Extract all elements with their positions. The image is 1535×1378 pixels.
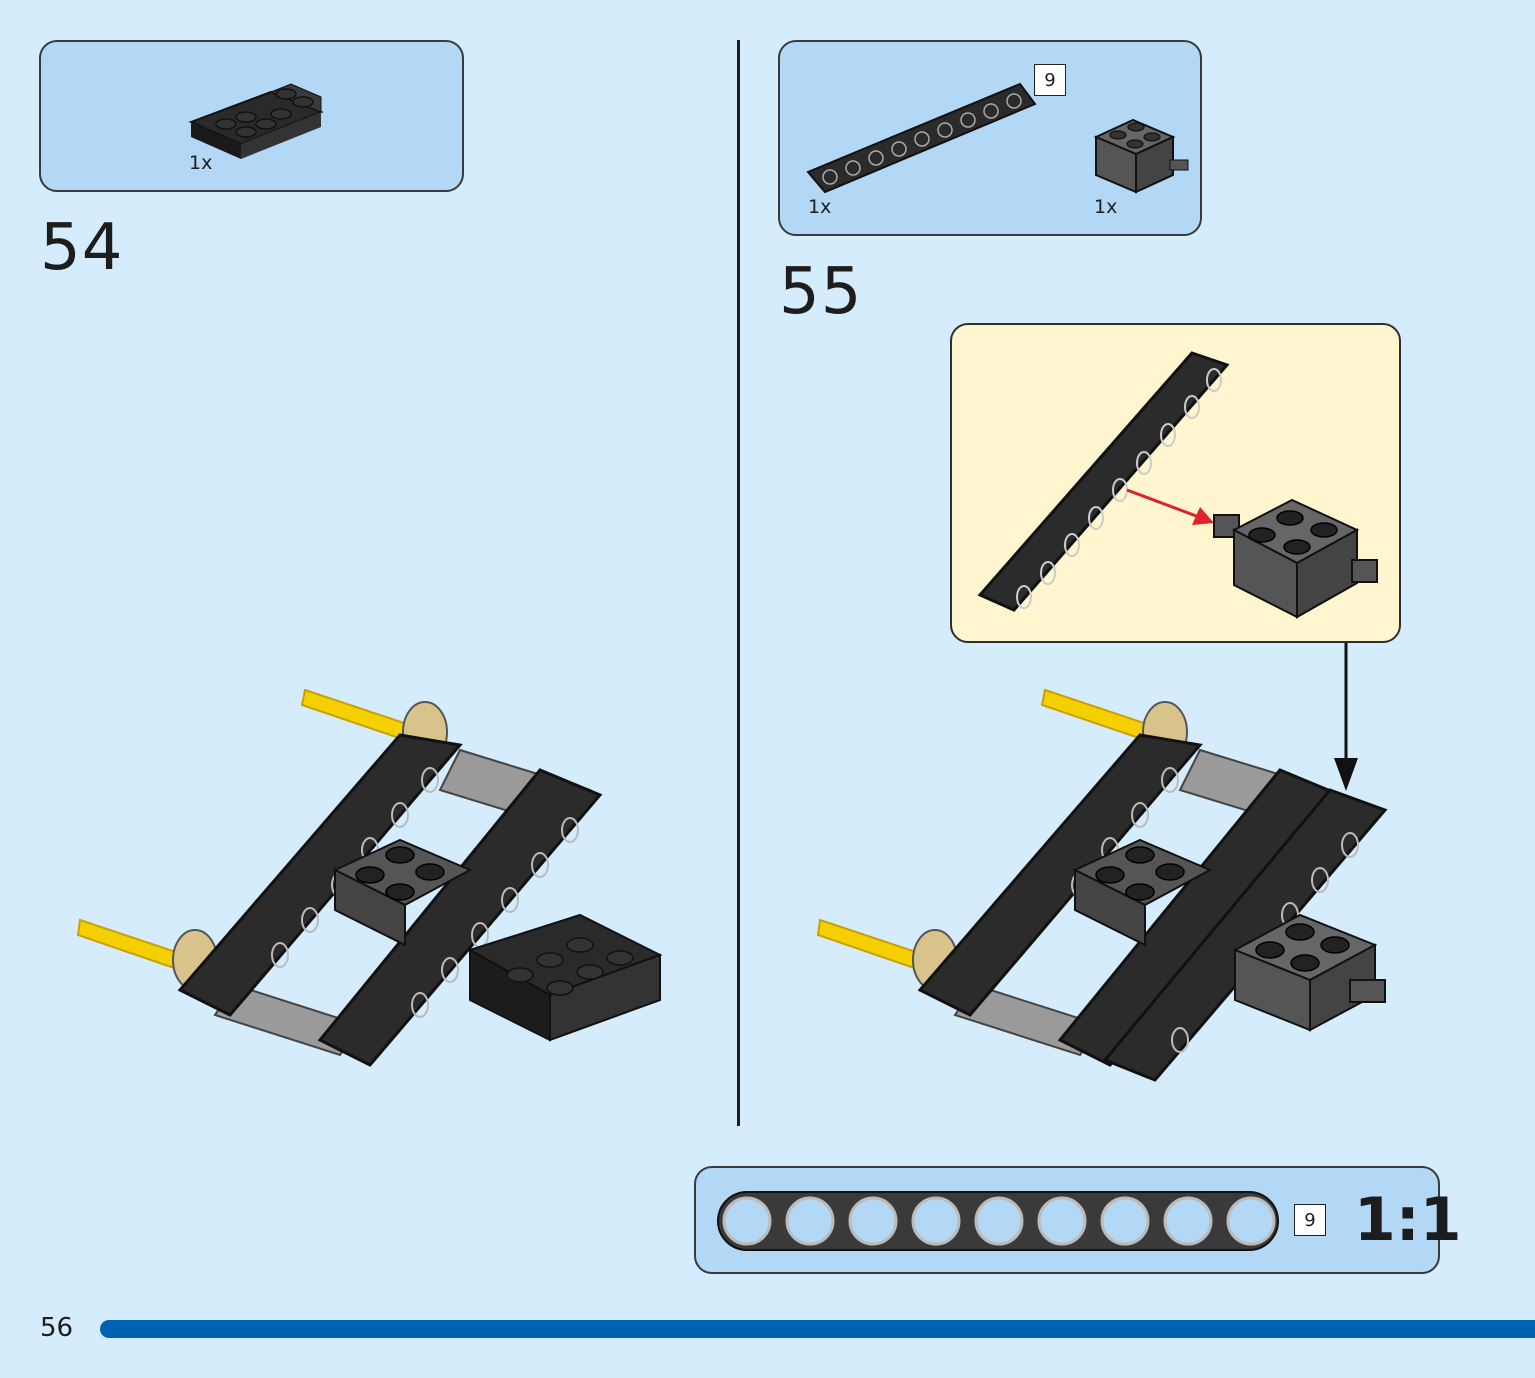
- scale-length-badge: 9: [1294, 1204, 1326, 1236]
- step-divider: [737, 40, 740, 1126]
- brick-quantity: 1x: [1094, 196, 1118, 218]
- sub-assembly-callout: [950, 323, 1401, 643]
- callout-illustration: [977, 351, 1378, 619]
- step-55-model-illustration: [816, 688, 1388, 1082]
- scale-ratio-label: 1:1: [1354, 1185, 1462, 1255]
- step-number-54: 54: [40, 211, 124, 285]
- page-number: 56: [40, 1313, 74, 1343]
- step-54-parts-box: 1x: [39, 40, 464, 192]
- step-number-55: 55: [779, 255, 863, 329]
- beam-length-badge: 9: [1034, 64, 1066, 96]
- placement-arrow: [1334, 643, 1358, 791]
- step-54-model-illustration: [76, 688, 663, 1067]
- scale-guide-box: [694, 1166, 1440, 1274]
- scale-holes: [722, 1196, 1276, 1246]
- technic-beam-icon: [806, 82, 1037, 194]
- part-quantity: 1x: [189, 152, 213, 174]
- beam-quantity: 1x: [808, 196, 832, 218]
- step-55-parts-box: 9 1x 1x: [778, 40, 1202, 236]
- beam-scale-illustration: [717, 1191, 1279, 1251]
- page-progress-bar: [100, 1320, 1535, 1338]
- plate-with-bar-handles-icon: [188, 83, 324, 159]
- technic-brick-with-pins-icon: [1093, 118, 1189, 194]
